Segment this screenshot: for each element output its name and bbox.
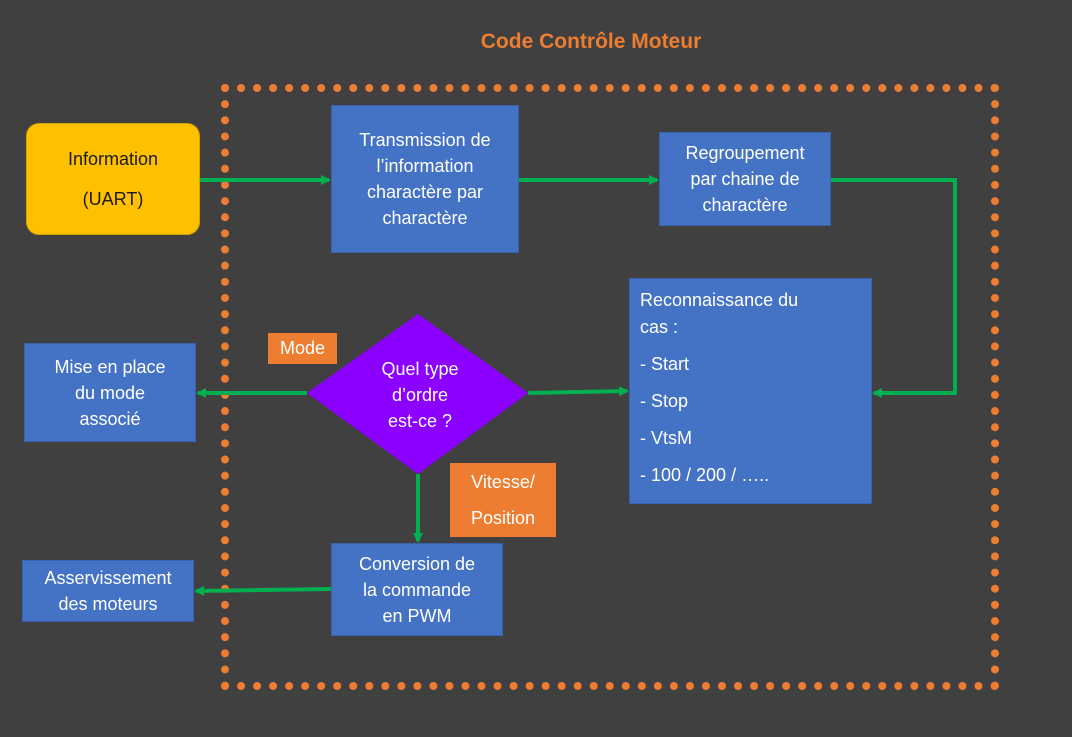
regroupement-line: Regroupement bbox=[685, 143, 805, 163]
position-label: Position bbox=[470, 508, 536, 528]
arrow-conversion-to-asservissement bbox=[194, 585, 332, 596]
information-uart-box: Information (UART) bbox=[26, 123, 200, 235]
reconnaissance-box: Reconnaissance du cas : - Start - Stop -… bbox=[629, 278, 872, 504]
mise-en-place-line: du mode bbox=[74, 382, 146, 403]
decision-line: d’ordre bbox=[391, 385, 449, 405]
uart-label: (UART) bbox=[82, 189, 144, 209]
conversion-line: la commande bbox=[362, 579, 472, 600]
reconnaissance-header: Reconnaissance du bbox=[640, 290, 799, 310]
mode-label-tag: Mode bbox=[268, 333, 337, 364]
case-item-values: - 100 / 200 / ….. bbox=[640, 465, 770, 485]
information-label: Information bbox=[67, 149, 159, 169]
conversion-pwm-box: Conversion de la commande en PWM bbox=[331, 543, 503, 636]
arrow-decision-to-reconnaissance bbox=[527, 386, 629, 397]
asservissement-line: des moteurs bbox=[58, 594, 158, 614]
asservissement-line: Asservissement bbox=[44, 568, 172, 588]
mise-en-place-line: Mise en place bbox=[54, 356, 166, 377]
decision-line: est-ce ? bbox=[387, 411, 453, 431]
transmission-line: Transmission de bbox=[359, 130, 491, 150]
reconnaissance-header: cas : bbox=[640, 317, 679, 337]
regroupement-line: charactère bbox=[702, 195, 788, 215]
regroupement-line: par chaine de bbox=[690, 169, 800, 189]
vitesse-position-label-tag: Vitesse/ Position bbox=[450, 463, 556, 537]
transmission-line: l’information bbox=[376, 156, 474, 176]
conversion-line: Conversion de bbox=[358, 553, 476, 574]
vitesse-label: Vitesse/ bbox=[471, 472, 535, 492]
decision-diamond bbox=[307, 314, 528, 474]
decision-text: Quel type d’ordre est-ce ? bbox=[350, 356, 490, 434]
case-item-start: - Start bbox=[640, 354, 690, 374]
regroupement-box: Regroupement par chaine de charactère bbox=[659, 132, 831, 226]
case-item-stop: - Stop bbox=[640, 391, 689, 411]
transmission-box: Transmission de l’information charactère… bbox=[331, 105, 519, 253]
code-boundary-frame bbox=[221, 84, 999, 690]
diagram-title: Code Contrôle Moteur bbox=[480, 30, 702, 53]
mise-en-place-box: Mise en place du mode associé bbox=[24, 343, 196, 442]
decision-line: Quel type bbox=[381, 359, 459, 379]
arrow-regroupement-to-reconnaissance bbox=[831, 178, 957, 398]
mise-en-place-line: associé bbox=[79, 408, 141, 429]
asservissement-box: Asservissement des moteurs bbox=[22, 560, 194, 622]
mode-label: Mode bbox=[279, 338, 326, 358]
transmission-line: charactère par bbox=[366, 182, 484, 202]
conversion-line: en PWM bbox=[382, 605, 452, 626]
case-item-vtsm: - VtsM bbox=[640, 428, 692, 448]
transmission-line: charactère bbox=[382, 208, 468, 228]
